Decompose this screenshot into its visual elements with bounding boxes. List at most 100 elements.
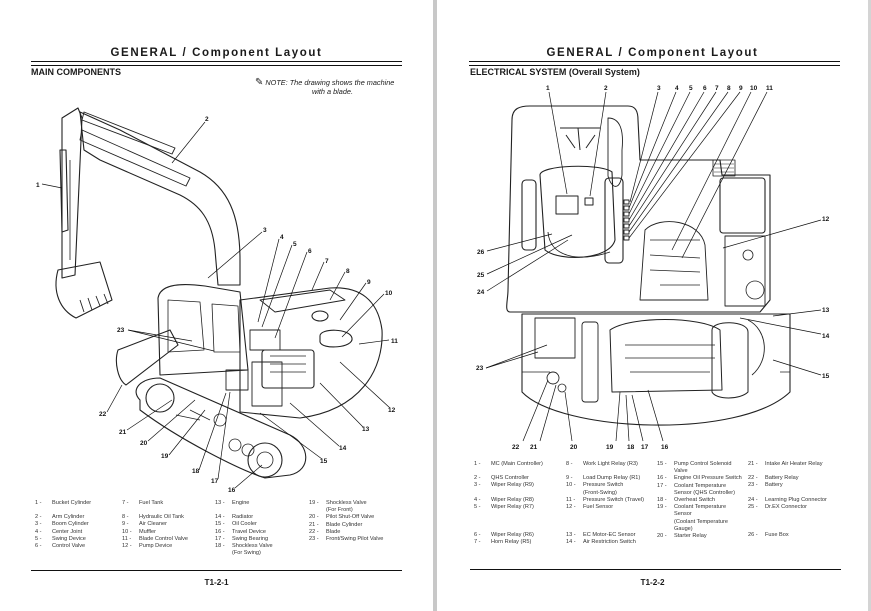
legend-item-label: Hydraulic Oil Tank xyxy=(139,514,184,521)
legend-item-label: Front/Swing Pilot Valve xyxy=(326,536,384,543)
legend-item-number: 2 - xyxy=(474,475,481,482)
legend-item-label: Control Valve xyxy=(52,543,86,550)
callout-16: 16 xyxy=(661,444,669,451)
fuel-tank xyxy=(259,289,346,313)
legend-item-label: Muffler xyxy=(139,528,156,535)
boom xyxy=(79,111,241,286)
legend-spacer xyxy=(748,518,863,525)
legend-item-label: Sensor (QHS Controller) xyxy=(674,489,735,496)
page-number: T1-2-1 xyxy=(204,578,229,587)
callout-10: 10 xyxy=(385,290,393,297)
legend-item: 7 -Fuel Tank xyxy=(122,500,222,507)
callout-6: 6 xyxy=(308,248,312,255)
callout-1: 1 xyxy=(36,182,40,189)
control-valve xyxy=(639,221,709,301)
page-gutter xyxy=(433,0,437,611)
legend-item: 16 -Travel Device xyxy=(215,529,315,536)
legend-item-number: 14 - xyxy=(566,539,576,546)
legend-item-number xyxy=(566,490,583,497)
engine-block xyxy=(261,349,315,389)
arm xyxy=(61,107,83,279)
callout-5: 5 xyxy=(689,85,693,92)
legend-item-label: Starter Relay xyxy=(674,533,707,540)
note-prefix: NOTE: xyxy=(265,78,288,87)
legend-spacer xyxy=(748,525,863,532)
legend-item-label: Pressure Switch xyxy=(583,482,624,489)
legend-item: 6 -Control Valve xyxy=(35,543,135,550)
hydraulic-oil-tank-cap xyxy=(311,310,329,322)
callout-8: 8 xyxy=(727,85,731,92)
excavator-diagram: 1 2 3 4 5 6 7 8 9 10 11 12 13 14 15 16 1… xyxy=(36,107,398,494)
legend-item-number: 1 - xyxy=(35,500,42,506)
legend-item-label: Wiper Relay (R6) xyxy=(491,532,534,539)
legend-item-number xyxy=(657,526,674,533)
footer-rule xyxy=(31,570,402,571)
callout-1: 1 xyxy=(546,85,550,92)
legend-item: 10 - Pressure Switch xyxy=(566,482,666,489)
pencil-icon: ✎ xyxy=(255,77,264,88)
legend-item-number: 4 - xyxy=(35,528,42,535)
callout-24: 24 xyxy=(477,289,485,296)
legend-spacer xyxy=(35,507,135,514)
callout-17: 17 xyxy=(641,444,649,451)
legend-item: 26 -Fuse Box xyxy=(748,532,863,539)
legend-item-label: Dr.EX Connector xyxy=(765,503,807,510)
legend-item-label: Fuel Sensor xyxy=(583,504,614,511)
legend-item: (Front-Swing) xyxy=(566,490,666,497)
legend-item-label: MC (Main Controller) xyxy=(491,461,543,467)
callout-20: 20 xyxy=(570,444,578,451)
legend-item: 22 -Blade xyxy=(309,529,419,536)
legend-item-number: 6 - xyxy=(474,532,481,539)
legend-item-number: 24 - xyxy=(748,496,758,503)
callout-21: 21 xyxy=(119,429,127,436)
callout-14: 14 xyxy=(339,445,347,452)
legend-item-label: Pilot Shut-Off Valve xyxy=(326,514,375,521)
legend-item-label: Radiator xyxy=(232,514,254,521)
legend-item-label: Air Cleaner xyxy=(139,521,167,528)
legend-item: 7 -Horn Relay (R5) xyxy=(474,539,574,546)
legend-item: 3 -Wiper Relay (R9) xyxy=(474,482,574,489)
legend-item: 25 - Dr.EX Connector xyxy=(748,504,863,511)
legend-item: 8 -Hydraulic Oil Tank xyxy=(122,514,222,521)
legend-item-label: Fuel Tank xyxy=(139,500,164,506)
fuel-tank xyxy=(719,177,766,234)
legend-item-label: (Front-Swing) xyxy=(583,489,617,496)
right-console xyxy=(604,177,624,264)
note: ✎NOTE: The drawing shows the machine wit… xyxy=(255,77,405,97)
legend-spacer xyxy=(748,511,863,518)
legend-item-number: 10 - xyxy=(566,482,576,489)
header-rule xyxy=(31,61,402,66)
legend-spacer xyxy=(122,507,222,514)
page-t1-2-1: GENERAL / Component Layout MAIN COMPONEN… xyxy=(0,0,433,611)
legend-item: 12 -Fuel Sensor xyxy=(566,504,666,511)
legend-item-label: Work Light Relay (R3) xyxy=(583,461,638,467)
legend-item: 23 - Front/Swing Pilot Valve xyxy=(309,536,419,543)
crawler-track xyxy=(135,377,307,479)
legend-item-label: Battery Relay xyxy=(765,475,799,482)
legend-item: 15 -Oil Cooler xyxy=(215,521,315,528)
legend-item-number: 25 - xyxy=(748,503,758,510)
legend-item: 15 -Pump Control Solenoid xyxy=(657,461,757,468)
legend-item-number: 23 - xyxy=(309,536,319,543)
legend-item-number: 15 - xyxy=(657,461,667,467)
legend-item-number xyxy=(657,519,674,526)
legend-item-label: Boom Cylinder xyxy=(52,521,89,528)
legend-item-number: 18 - xyxy=(657,497,667,504)
legend-item: 9 -Load Dump Relay (R1) xyxy=(566,475,666,482)
control-valve xyxy=(249,329,281,351)
callout-23: 23 xyxy=(476,365,484,372)
legend-item-label: Wiper Relay (R9) xyxy=(491,482,534,489)
callout-16: 16 xyxy=(228,487,236,494)
legend-item-number: 11 - xyxy=(122,535,132,542)
legend-spacer xyxy=(748,468,863,475)
radiator xyxy=(251,361,283,407)
legend-item-label: Overheat Switch xyxy=(674,497,716,504)
legend-item: 14 -Air Restriction Switch xyxy=(566,539,666,546)
left-console xyxy=(521,179,537,251)
callout-7: 7 xyxy=(715,85,719,92)
legend-item-number xyxy=(657,511,674,518)
callout-4: 4 xyxy=(675,85,679,92)
legend-item-number: 16 - xyxy=(657,475,667,482)
legend-item: 23 -Battery xyxy=(748,482,863,489)
legend-item-number: 23 - xyxy=(748,482,758,489)
